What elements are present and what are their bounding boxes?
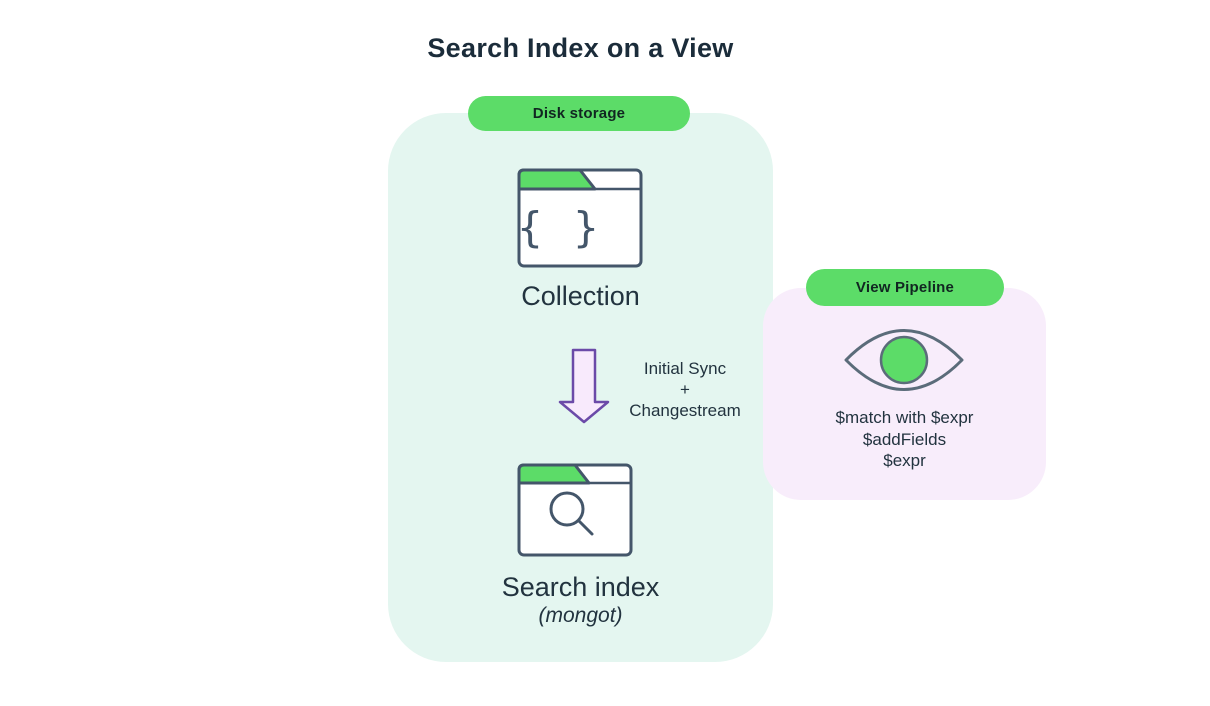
folder-tab xyxy=(517,168,597,191)
search-index-folder-icon xyxy=(517,463,633,557)
search-index-sublabel: (mongot) xyxy=(538,604,623,627)
down-arrow-shape xyxy=(558,348,610,424)
view-pipeline-badge: View Pipeline xyxy=(806,269,1004,306)
down-arrow-icon xyxy=(558,348,610,424)
search-index-label: Search index xyxy=(501,572,660,602)
braces-icon: { } xyxy=(517,203,607,252)
magnifier-lens xyxy=(549,491,585,527)
sync-caption-line: Changestream xyxy=(629,401,741,420)
view-pipeline-stages: $match with $expr $addFields $expr xyxy=(763,407,1046,472)
sync-caption: Initial Sync + Changestream xyxy=(599,358,771,421)
collection-folder-icon: { } xyxy=(517,168,643,268)
disk-storage-badge: Disk storage xyxy=(468,96,690,131)
sync-caption-line: + xyxy=(680,380,690,399)
pipeline-stage: $expr xyxy=(883,451,926,470)
pipeline-stage: $match with $expr xyxy=(835,408,974,427)
magnifier-handle xyxy=(577,519,594,536)
folder-tab xyxy=(517,463,591,485)
collection-label: Collection xyxy=(521,281,640,311)
eye-outline xyxy=(844,329,964,391)
pipeline-stage: $addFields xyxy=(862,429,947,449)
sync-caption-line: Initial Sync xyxy=(643,359,727,378)
diagram-title: Search Index on a View xyxy=(427,33,734,63)
magnifier-icon xyxy=(549,491,594,536)
view-pipeline-box xyxy=(763,288,1046,500)
eye-pupil xyxy=(879,335,929,385)
eye-icon xyxy=(844,329,964,391)
